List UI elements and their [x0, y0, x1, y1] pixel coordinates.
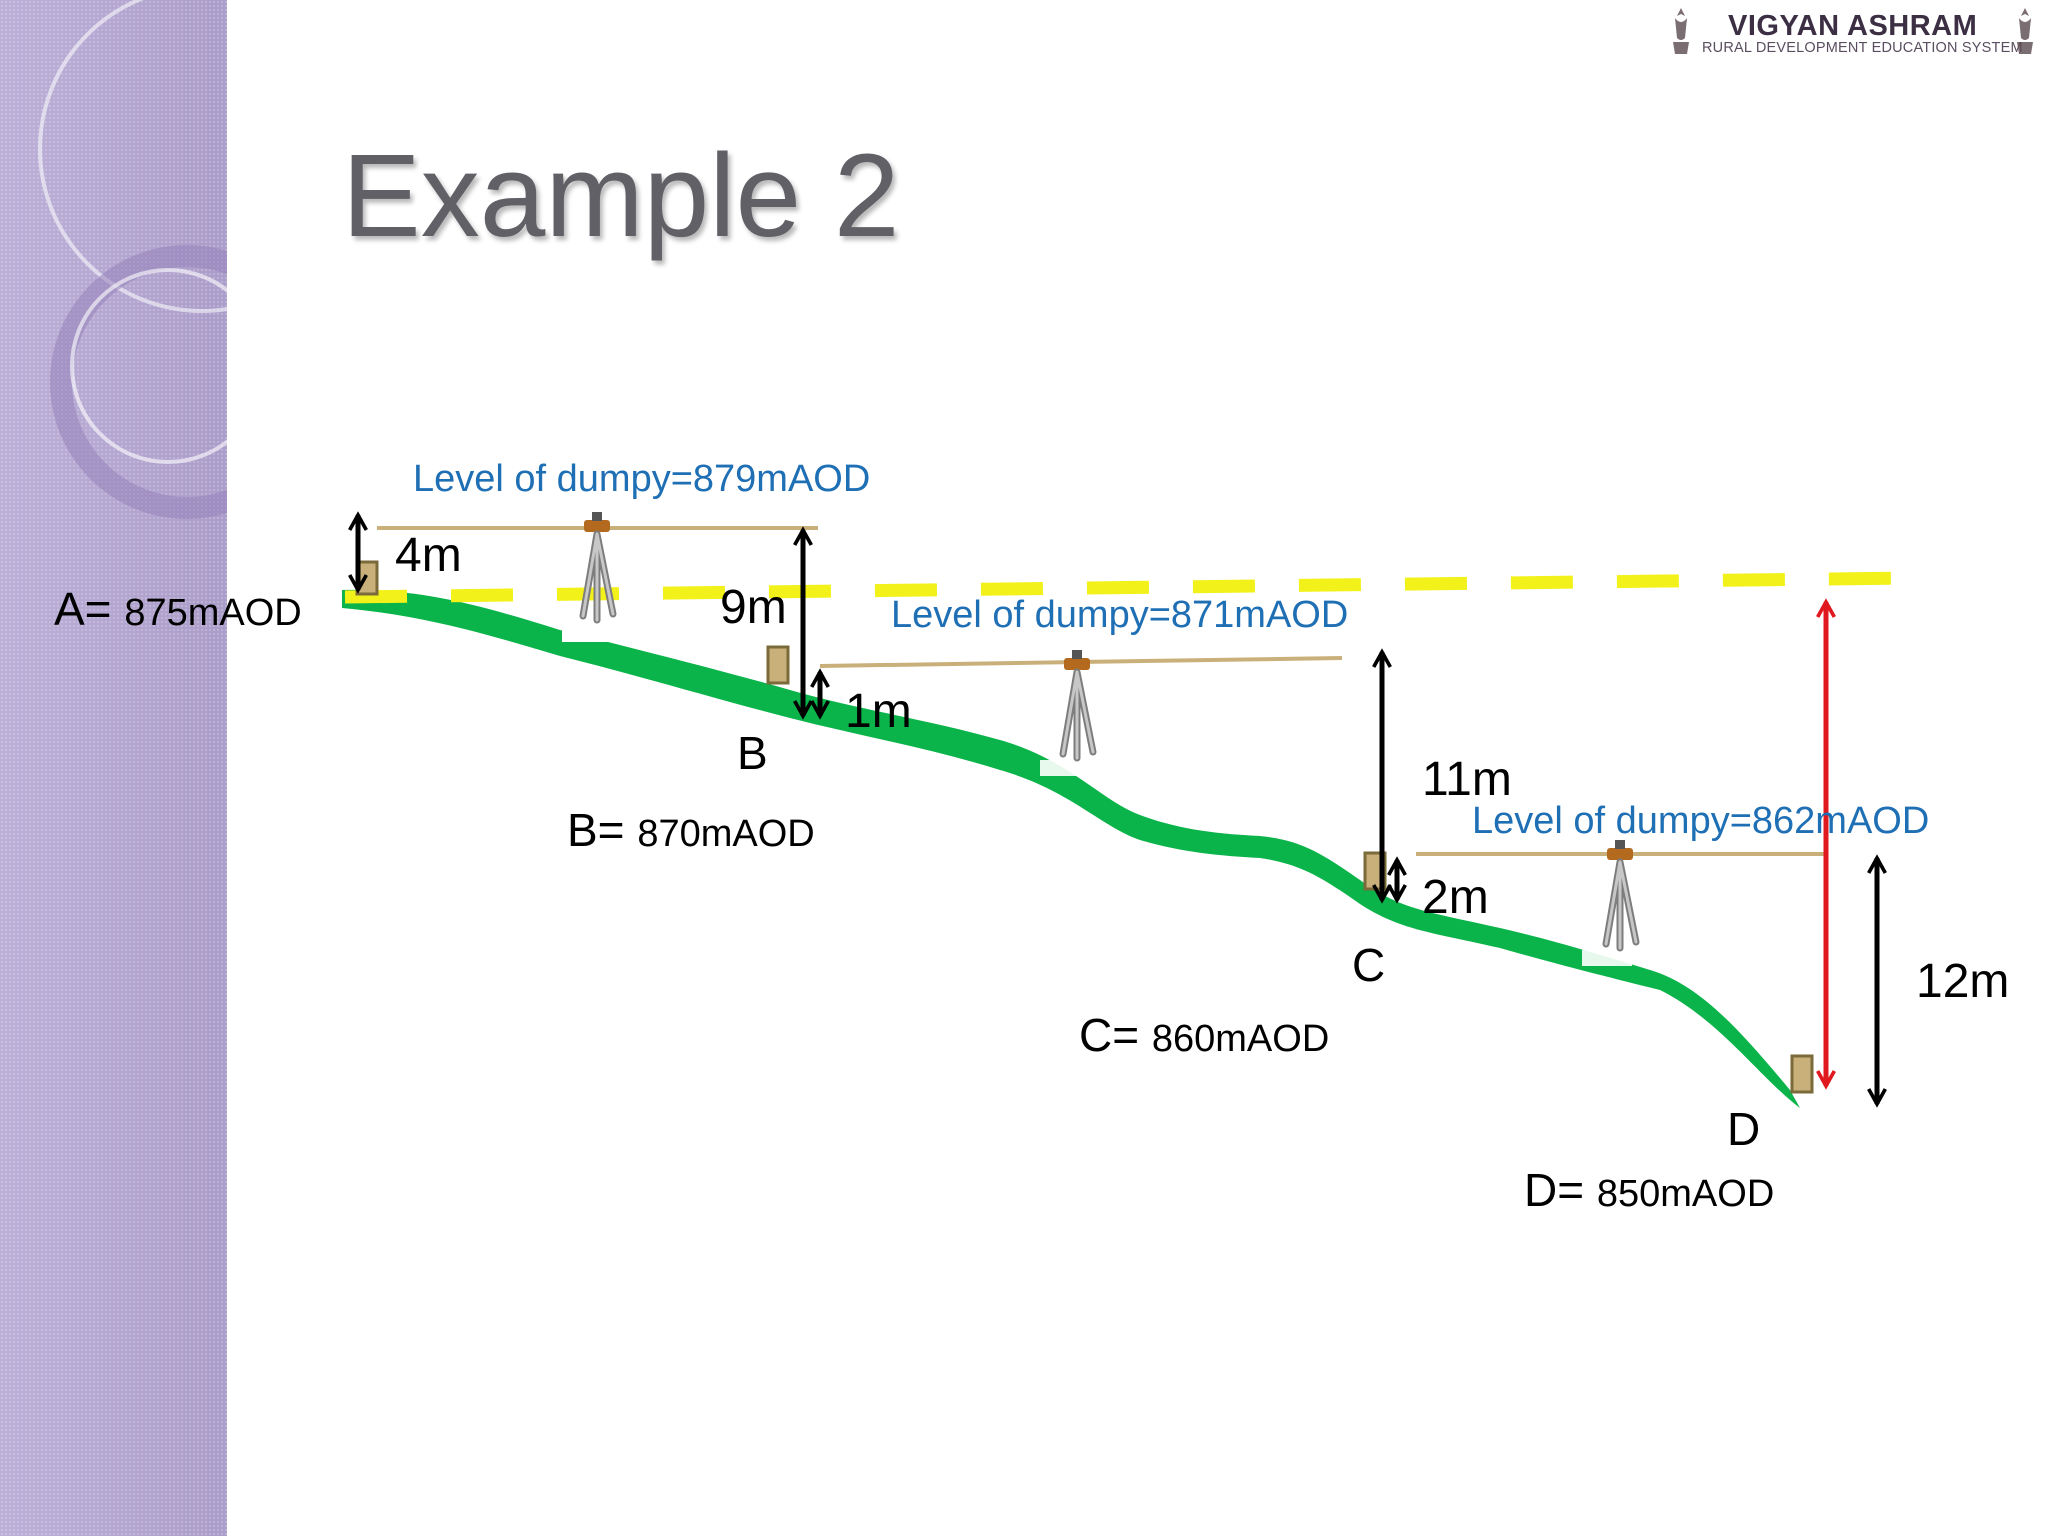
point-a-value: 875mAOD: [124, 592, 302, 634]
reading-12m-label: 12m: [1916, 955, 2010, 1008]
reading-4m-label: 4m: [395, 529, 462, 582]
decorative-sidebar: [0, 0, 227, 1536]
point-b-value: 870mAOD: [637, 813, 815, 855]
point-c-value: 860mAOD: [1151, 1018, 1330, 1060]
point-c-letter: C: [1352, 939, 1386, 991]
logo-tagline: RURAL DEVELOPMENT EDUCATION SYSTEM: [1702, 40, 2023, 56]
reading-1m-label: 1m: [845, 685, 912, 738]
slide-title: Example 2: [342, 130, 900, 262]
reading-2m-label: 2m: [1422, 871, 1489, 924]
point-b-prefix: B=: [567, 804, 625, 856]
logo-name: VIGYAN ASHRAM: [1728, 10, 1978, 42]
dumpy-level-3: [1606, 840, 1636, 948]
staff-marker-d: [1790, 1054, 1814, 1094]
staff-marker-b: [766, 645, 790, 685]
dumpy-level-label-3: Level of dumpy=862mAOD: [1472, 800, 1930, 842]
point-d-prefix: D=: [1524, 1164, 1585, 1216]
point-b-level: B= 870mAOD: [567, 803, 815, 857]
point-c-prefix: C=: [1079, 1009, 1140, 1061]
emblem-icon: [1673, 8, 1689, 54]
point-d-value: 850mAOD: [1596, 1173, 1775, 1215]
dumpy-level-label-2: Level of dumpy=871mAOD: [891, 594, 1349, 636]
dumpy-level-2: [1063, 650, 1093, 758]
point-a-prefix: A=: [54, 583, 112, 635]
point-d-level: D= 850mAOD: [1524, 1163, 1774, 1217]
dumpy-level-label-1: Level of dumpy=879mAOD: [413, 458, 871, 500]
reading-11m-label: 11m: [1422, 753, 1512, 806]
reading-9m-label: 9m: [720, 581, 787, 634]
emblem-icon: [2017, 8, 2033, 54]
point-c-level: C= 860mAOD: [1079, 1008, 1329, 1062]
point-d-letter: D: [1727, 1103, 1761, 1155]
dumpy-level-1: [583, 512, 613, 620]
tripod-base-patch: [1582, 950, 1632, 966]
sidebar-ring-decoration: [70, 268, 227, 464]
tripod-base-patch: [562, 620, 638, 642]
tripod-base-patch: [1040, 760, 1090, 776]
point-a-level: A= 875mAOD: [54, 582, 302, 636]
vigyan-ashram-logo: VIGYAN ASHRAM RURAL DEVELOPMENT EDUCATIO…: [1668, 6, 2040, 56]
point-b-letter: B: [737, 727, 768, 779]
